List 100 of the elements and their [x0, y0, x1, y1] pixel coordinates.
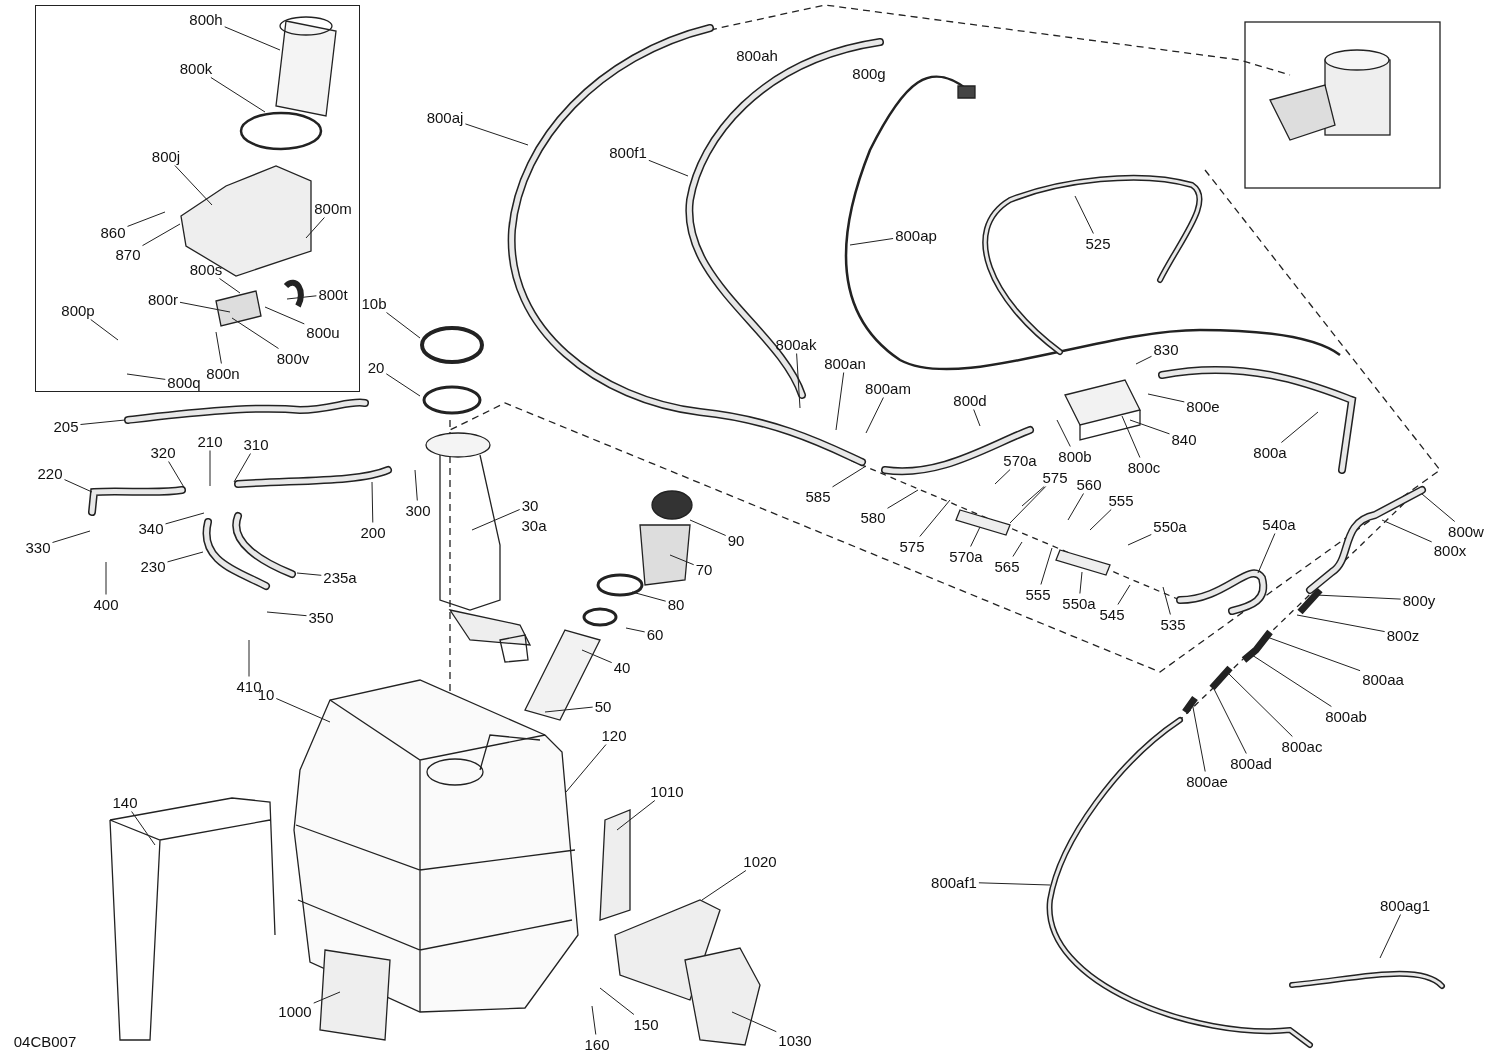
leader-line [1067, 493, 1084, 521]
callout-number: 800ak [775, 336, 817, 352]
callout-number: 580 [860, 509, 886, 525]
leader-line [471, 509, 521, 531]
callout-number: 800v [276, 350, 310, 366]
callout-number: 800ad [1230, 755, 1272, 771]
leader-line [210, 77, 266, 113]
leader-line [165, 512, 205, 525]
leader-line [1296, 614, 1386, 633]
callout-number: 570a [1003, 452, 1037, 468]
callout-number: 1030 [778, 1032, 812, 1048]
leader-line [105, 561, 107, 595]
leader-line [414, 469, 418, 501]
leader-line [1040, 547, 1053, 585]
leader-line [1127, 534, 1152, 546]
leader-line [224, 26, 281, 51]
callout-number: 560 [1076, 476, 1102, 492]
callout-number: 800an [824, 355, 866, 371]
callout-number: 870 [115, 246, 141, 262]
callout-number: 800a [1253, 444, 1287, 460]
callout-number: 40 [613, 659, 631, 675]
callout-number: 300 [405, 502, 431, 518]
leader-line [1379, 914, 1401, 959]
leader-line [581, 649, 613, 664]
leader-line [1257, 533, 1276, 574]
leader-line [167, 551, 204, 563]
leader-line [296, 572, 322, 576]
leader-line [1251, 654, 1332, 707]
callout-number: 800z [1386, 627, 1420, 643]
callout-number: 800t [318, 286, 348, 302]
callout-number: 320 [150, 444, 176, 460]
inset-frame [35, 5, 360, 392]
callout-number: 800p [61, 302, 95, 318]
leader-line [625, 627, 646, 633]
callout-number: 800f1 [609, 144, 647, 160]
callout-number: 800k [179, 60, 213, 76]
callout-number: 800am [865, 380, 911, 396]
callout-number: 205 [53, 418, 79, 434]
callout-number: 800q [167, 374, 201, 390]
leader-line [219, 278, 241, 294]
leader-line [313, 991, 341, 1004]
leader-line [142, 223, 181, 247]
callout-number: 150 [633, 1016, 659, 1032]
callout-number: 120 [601, 727, 627, 743]
leader-line [1121, 415, 1141, 458]
callout-number: 800aa [1362, 671, 1404, 687]
callout-number: 20 [367, 359, 385, 375]
leader-line [669, 554, 695, 566]
leader-line [544, 706, 594, 713]
leader-line [978, 882, 1051, 886]
callout-number: 800g [852, 65, 886, 81]
callout-number: 140 [112, 794, 138, 810]
callout-number: 800j [151, 148, 181, 164]
drawing-code: 04CB007 [13, 1033, 77, 1049]
leader-line [80, 419, 126, 425]
leader-line [168, 461, 186, 490]
leader-line [1226, 671, 1293, 737]
callout-number: 555 [1108, 492, 1134, 508]
leader-line [385, 373, 421, 397]
leader-line [648, 159, 689, 177]
leader-line [973, 409, 981, 427]
callout-number: 800w [1448, 523, 1484, 539]
leader-line [1280, 411, 1319, 443]
callout-number: 30 [521, 497, 539, 513]
leader-line [832, 465, 867, 488]
leader-line [126, 373, 166, 380]
callout-number: 555 [1025, 586, 1051, 602]
leader-line [1421, 493, 1456, 522]
leader-line [835, 372, 845, 431]
leader-line [1074, 195, 1094, 234]
callout-number: 90 [727, 532, 745, 548]
leader-line [131, 811, 156, 846]
leader-line [994, 469, 1011, 485]
callout-number: 230 [140, 558, 166, 574]
leader-line [1021, 486, 1045, 507]
leader-line [1162, 586, 1171, 615]
callout-number: 800af1 [931, 874, 977, 890]
leader-line [591, 1005, 597, 1035]
callout-number: 1010 [650, 783, 684, 799]
callout-number: 800s [189, 261, 223, 277]
leader-line [64, 479, 93, 493]
callout-number: 800ae [1186, 773, 1228, 789]
callout-number: 800b [1058, 448, 1092, 464]
callout-number: 800n [206, 365, 240, 381]
leader-line [127, 211, 166, 227]
callout-number: 540a [1262, 516, 1296, 532]
callout-number: 800ah [736, 47, 778, 63]
leader-line [248, 639, 250, 677]
callout-number: 70 [695, 561, 713, 577]
leader-line [371, 481, 374, 523]
callout-number: 800ab [1325, 708, 1367, 724]
leader-line [266, 611, 307, 617]
callout-number: 350 [308, 609, 334, 625]
callout-number: 575 [1042, 469, 1068, 485]
leader-line [887, 489, 919, 509]
callout-number: 1020 [743, 853, 777, 869]
leader-line [796, 353, 801, 409]
callout-number: 525 [1085, 235, 1111, 251]
leader-line [215, 331, 222, 364]
callout-number: 400 [93, 596, 119, 612]
